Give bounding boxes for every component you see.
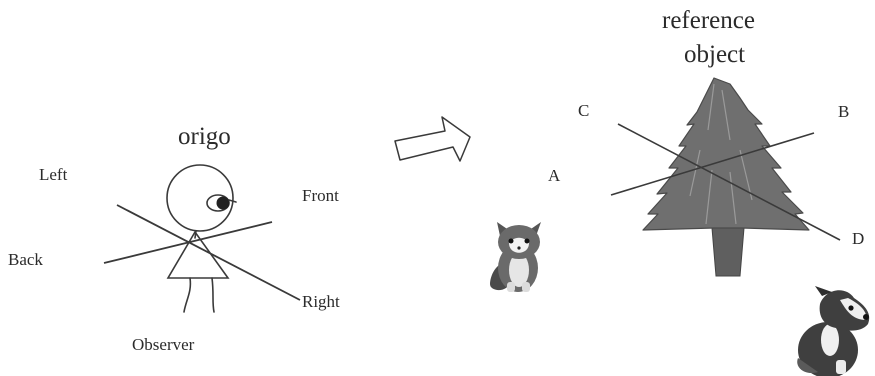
reference-title-line2: object: [684, 41, 746, 68]
observer-pupil: [216, 196, 230, 210]
axis-back-front: [103, 221, 273, 264]
observer-right-leg: [211, 277, 215, 313]
observer-head: [166, 164, 234, 232]
tree-highlights: [689, 83, 753, 225]
label-front: Front: [302, 186, 339, 205]
tree-trunk: [711, 227, 745, 277]
reference-title-line1: reference: [662, 7, 755, 34]
axis-left-right: [116, 204, 301, 301]
dog-icon: [797, 286, 870, 376]
pine-tree-icon: [642, 77, 810, 277]
arrow-right-icon: [394, 116, 471, 162]
label-back: Back: [8, 250, 43, 269]
tree-foliage: [642, 77, 810, 231]
observer-caption: Observer: [132, 335, 195, 354]
label-d: D: [852, 229, 865, 248]
observer-body: [166, 230, 230, 279]
observer-eye-lash: [228, 199, 237, 203]
observer-left-leg: [183, 277, 192, 313]
origo-title: origo: [178, 123, 231, 150]
observer-figure: [166, 164, 237, 313]
label-b: B: [838, 102, 850, 121]
label-left: Left: [39, 165, 68, 184]
label-right: Right: [302, 292, 340, 311]
cat-icon: [490, 222, 541, 292]
axis-a-b: [610, 132, 815, 196]
axis-c-d: [617, 123, 841, 241]
label-a: A: [548, 166, 561, 185]
label-c: C: [578, 101, 590, 120]
